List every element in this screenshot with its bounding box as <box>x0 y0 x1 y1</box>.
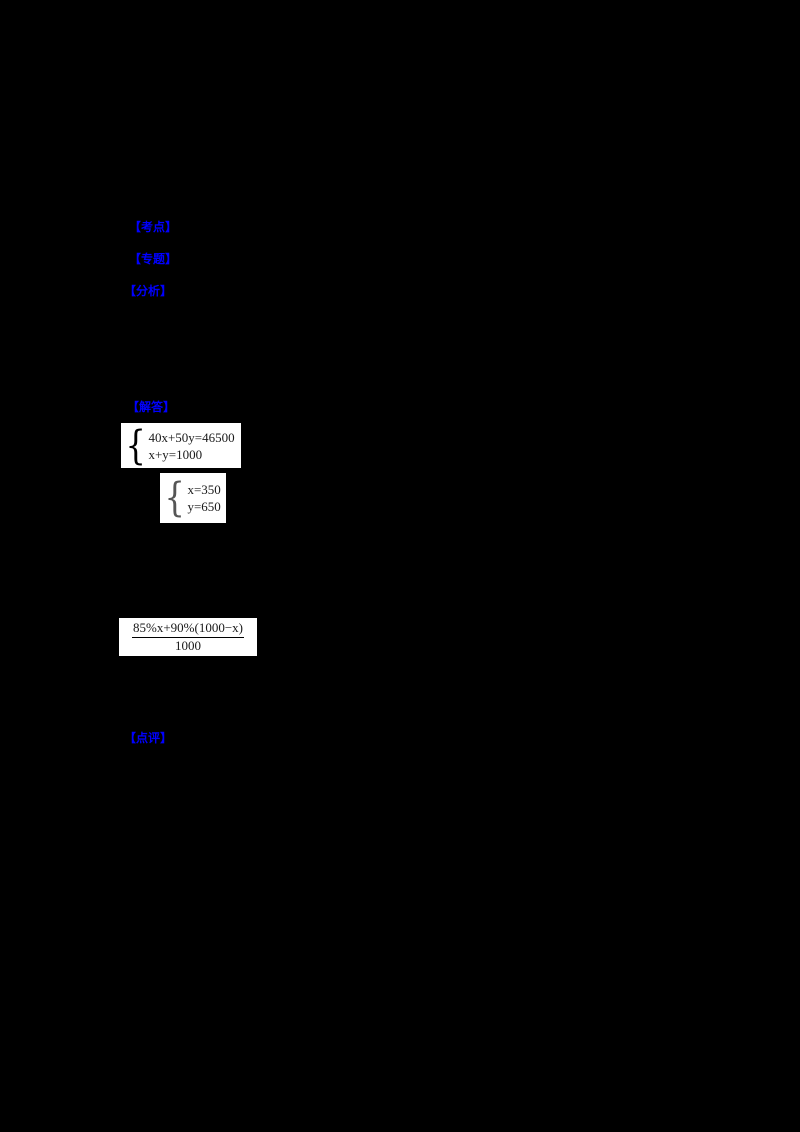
label-jieda: 【解答】 <box>127 400 176 414</box>
label-zhuanti: 【专题】 <box>129 252 178 266</box>
equation-line-2: x+y=1000 <box>148 446 203 462</box>
label-kaodian: 【考点】 <box>129 220 178 234</box>
left-brace-icon: { <box>125 422 146 469</box>
fraction-numerator: 85%x+90%(1000−x) <box>132 620 244 638</box>
label-dianping: 【点评】 <box>124 731 173 745</box>
equation-system-main: { 40x+50y=46500 x+y=1000 <box>121 423 241 468</box>
equation-lines: 40x+50y=46500 x+y=1000 <box>148 429 234 463</box>
equation-line-1: 40x+50y=46500 <box>148 429 235 445</box>
label-fenxi: 【分析】 <box>124 284 173 298</box>
equation-system-solution: { x=350 y=650 <box>160 473 226 523</box>
solution-line-1: x=350 <box>187 482 221 497</box>
fraction-denominator: 1000 <box>175 638 201 653</box>
equation-lines: x=350 y=650 <box>187 481 220 515</box>
equation-fraction: 85%x+90%(1000−x) 1000 <box>119 618 257 656</box>
solution-line-2: y=650 <box>187 499 221 514</box>
left-brace-icon: { <box>164 475 185 521</box>
